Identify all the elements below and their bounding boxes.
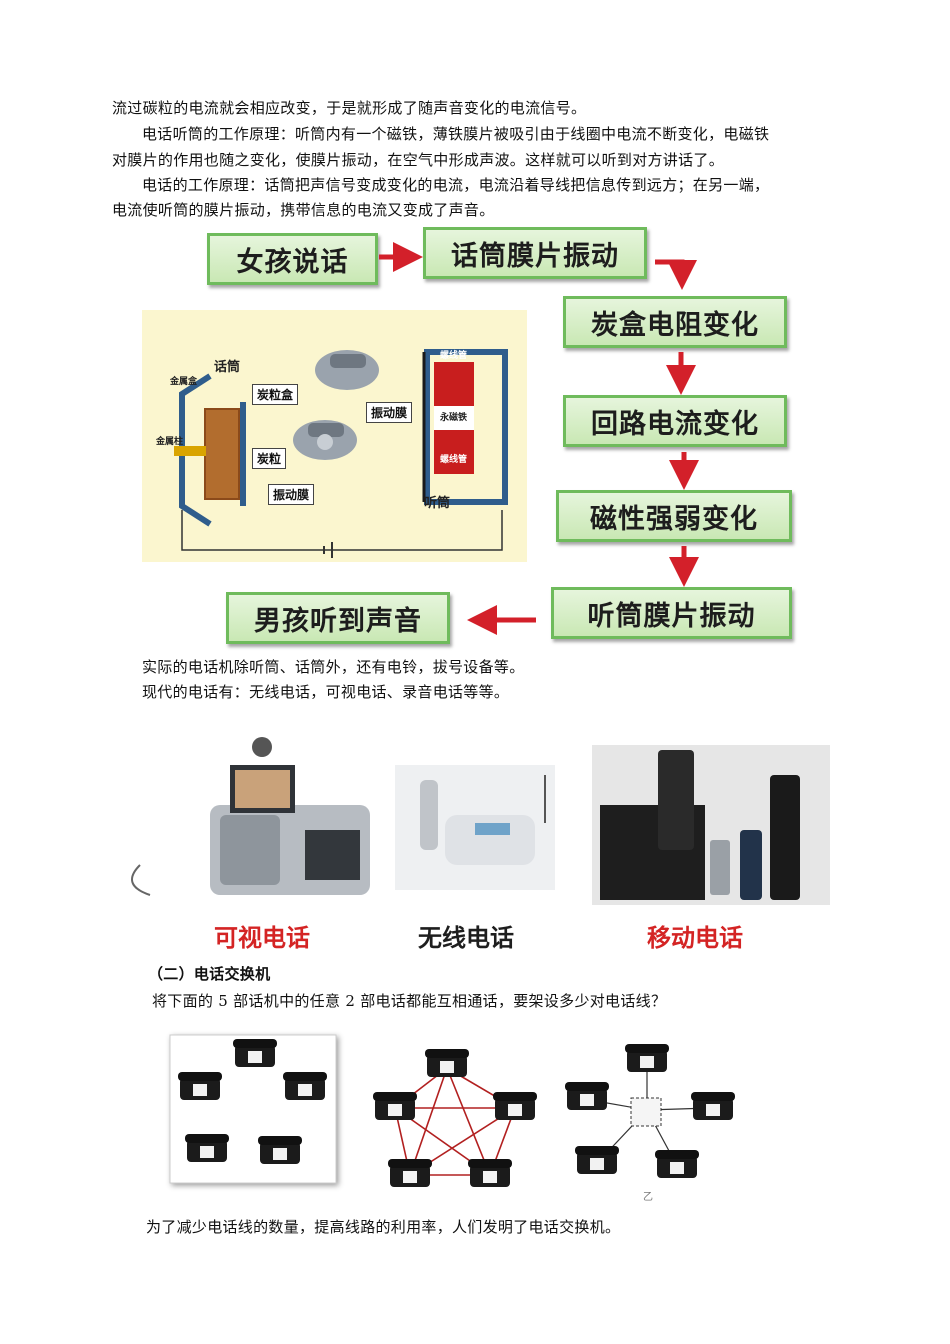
telephone-structure-drawing (174, 349, 508, 558)
flow-box-carbon: 炭盒电阻变化 (563, 296, 787, 348)
arrow-mic-to-carbon (655, 259, 697, 290)
section-heading-switchboard: （二）电话交换机 (148, 965, 271, 983)
flow-box-boy: 男孩听到声音 (226, 592, 450, 644)
wireless-phone-image (395, 765, 555, 890)
telephone-structure-diagram: 话筒 金属盒 金属柱 炭粒盒 炭粒 振动膜 振动膜 螺线管 永磁铁 螺线管 听筒 (142, 310, 527, 562)
tag-carbon-box: 炭粒盒 (252, 384, 299, 405)
label-magnet: 永磁铁 (440, 413, 468, 423)
paragraph-question: 将下面的 5 部话机中的任意 2 部电话都能互相通话，要架设多少对电话线？ (152, 992, 667, 1010)
flow-box-earpiece: 听筒膜片振动 (551, 587, 792, 639)
paragraph-modern-phones: 现代的电话有：无线电话，可视电话、录音电话等等。 (142, 683, 510, 701)
flow-box-girl: 女孩说话 (207, 233, 378, 285)
tag-diaphragm: 振动膜 (268, 484, 315, 505)
caption-wireless-phone: 无线电话 (418, 924, 514, 952)
flow-arrows (379, 242, 699, 635)
tag-vibration-membrane: 振动膜 (366, 402, 413, 423)
paragraph-phone-parts: 实际的电话机除听筒、话筒外，还有电铃，拔号设备等。 (142, 658, 525, 676)
flow-box-magnet: 磁性强弱变化 (556, 490, 792, 542)
paragraph-phone-principle-2: 电流使听筒的膜片振动，携带信息的电流又变成了声音。 (112, 201, 495, 219)
label-coil-top: 螺线管 (440, 351, 468, 361)
caption-video-phone: 可视电话 (214, 924, 310, 952)
label-b: 乙 (643, 1191, 653, 1203)
label-metal-post: 金属柱 (156, 437, 184, 447)
paragraph-earpiece-principle-1: 电话听筒的工作原理：听筒内有一个磁铁，薄铁膜片被吸引由于线圈中电流不断变化，电磁… (142, 125, 770, 143)
phone-photos (131, 737, 830, 905)
flow-box-current: 回路电流变化 (563, 395, 787, 447)
network-drawing: 乙 (169, 1034, 735, 1203)
paragraph-carbon-current: 流过碳粒的电流就会相应改变，于是就形成了随声音变化的电流信号。 (112, 99, 587, 117)
paragraph-switchboard-invention: 为了减少电话线的数量，提高线路的利用率，人们发明了电话交换机。 (146, 1218, 621, 1236)
flow-box-mic: 话筒膜片振动 (423, 227, 647, 279)
video-phone-image (131, 737, 370, 896)
tag-carbon: 炭粒 (252, 448, 287, 469)
mobile-phone-image (592, 745, 830, 905)
label-earpiece: 听筒 (424, 496, 451, 511)
paragraph-phone-principle-1: 电话的工作原理：话筒把声信号变成变化的电流，电流沿着导线把信息传到远方；在另一端… (142, 176, 770, 194)
label-metal-box: 金属盒 (170, 377, 198, 387)
label-mic: 话筒 (214, 360, 241, 375)
caption-mobile-phone: 移动电话 (647, 924, 743, 952)
label-coil-bottom: 螺线管 (440, 455, 468, 465)
paragraph-earpiece-principle-2: 对膜片的作用也随之变化，使膜片振动，在空气中形成声波。这样就可以听到对方讲话了。 (112, 151, 725, 169)
